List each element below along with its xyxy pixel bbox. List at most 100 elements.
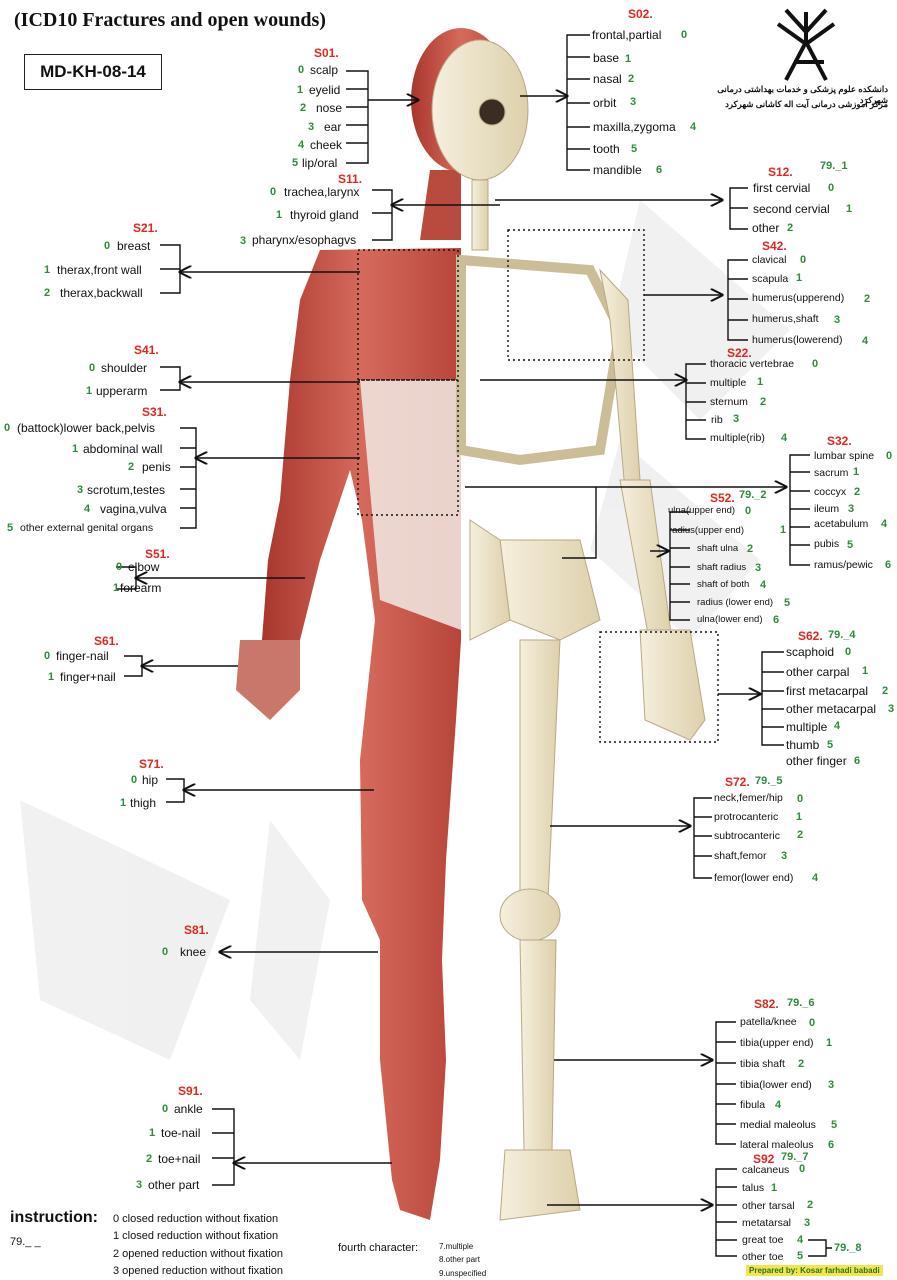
item-number: 2 (854, 486, 861, 498)
section-label-s52: S52. (710, 491, 735, 505)
seventh-character-code: 79._1 (820, 160, 848, 172)
item-number: 1 (276, 209, 283, 221)
document-code: MD-KH-08-14 (40, 62, 146, 81)
item-number: 3 (804, 1217, 811, 1229)
item-label-great-toe: great toe (742, 1234, 784, 1246)
item-label-finger-nail: finger-nail (56, 649, 109, 663)
item-number: 5 (827, 739, 834, 751)
item-number: 5 (631, 143, 638, 155)
item-label-humerus-shaft: humerus,shaft (752, 313, 819, 325)
section-label-s51: S51. (145, 547, 170, 561)
item-number: 1 (149, 1127, 156, 1139)
item-number: 1 (44, 264, 51, 276)
item-number: 2 (44, 287, 51, 299)
item-number: 0 (800, 254, 807, 266)
item-label-multiple: multiple (710, 377, 747, 389)
item-number: 3 (630, 96, 637, 108)
instruction-code: 79._ _ (10, 1236, 41, 1248)
item-label-maxilla-zygoma: maxilla,zygoma (593, 120, 676, 134)
item-number: 0 (799, 1163, 806, 1175)
item-label-ankle: ankle (174, 1102, 203, 1116)
item-label-pubis: pubis (814, 538, 840, 550)
item-label-lip-oral: lip/oral (302, 156, 338, 170)
item-label-trachea-larynx: trachea,larynx (284, 185, 360, 199)
item-number: 6 (828, 1139, 835, 1151)
item-label-shaft-radius: shaft radius (697, 562, 747, 573)
instruction-item: 3 opened reduction without fixation (113, 1265, 284, 1277)
item-number: 0 (828, 182, 835, 194)
item-label-medial-malleolus: medial maleolus (740, 1119, 816, 1131)
item-label-lateral-malleolus: lateral maleolus (740, 1139, 814, 1151)
item-number: 1 (72, 443, 79, 455)
item-number: 4 (881, 518, 888, 530)
item-number: 0 (809, 1017, 816, 1029)
section-label-s01: S01. (314, 46, 339, 60)
logo-caption-university: دانشکده علوم پزشکی و خدمات بهداشتی درمان… (717, 84, 888, 105)
item-number: 1 (48, 671, 55, 683)
item-label-vagina-vulva: vagina,vulva (100, 502, 167, 516)
item-number: 5 (831, 1119, 838, 1131)
item-number: 2 (787, 222, 794, 234)
item-number: 0 (886, 450, 893, 462)
item-number: 2 (760, 396, 767, 408)
item-number: 2 (128, 461, 135, 473)
item-label-thorax-front-wall: therax,front wall (57, 263, 142, 277)
section-label-s31: S31. (142, 405, 167, 419)
item-number: 5 (797, 1250, 804, 1262)
item-label-tooth: tooth (593, 142, 620, 156)
seventh-character-code: 79._7 (781, 1151, 809, 1163)
section-label-s92: S92 (753, 1152, 775, 1166)
item-label-lumbar-spine: lumbar spine (814, 450, 875, 462)
item-label-fibula: fibula (740, 1099, 766, 1111)
item-number: 4 (862, 335, 869, 347)
item-label-first-metacarpal: first metacarpal (786, 684, 869, 698)
item-label-acetabulum: acetabulum (814, 518, 869, 530)
section-label-s61: S61. (94, 634, 119, 648)
item-number: 1 (780, 524, 787, 536)
item-number: 2 (628, 73, 635, 85)
item-number: 3 (77, 484, 84, 496)
item-number: 4 (690, 121, 697, 133)
instruction-item: 1 closed reduction without fixation (113, 1230, 279, 1242)
item-label-other-metacarpal: other metacarpal (786, 702, 877, 716)
item-label-metatarsal: metatarsal (742, 1217, 792, 1229)
item-number: 0 (116, 561, 123, 573)
skeleton-side (431, 39, 706, 1221)
item-number: 4 (797, 1234, 804, 1246)
item-number: 1 (757, 376, 764, 388)
item-label-toe-nail: toe-nail (161, 1126, 201, 1140)
section-label-s91: S91. (178, 1084, 203, 1098)
item-number: 4 (812, 872, 819, 884)
item-number: 1 (846, 203, 853, 215)
item-number: 4 (760, 579, 767, 591)
item-number: 3 (136, 1179, 143, 1191)
item-number: 1 (796, 811, 803, 823)
item-label-toe-plus-nail: toe+nail (158, 1152, 201, 1166)
item-label-frontal-partial: frontal,partial (592, 28, 662, 42)
item-number: 1 (625, 53, 632, 65)
section-label-s42: S42. (762, 239, 787, 253)
item-label-tibia-shaft: tibia shaft (740, 1058, 785, 1070)
item-number: 3 (755, 562, 762, 574)
item-number: 5 (7, 522, 14, 534)
item-label-other-part: other part (148, 1178, 200, 1192)
instruction-heading: instruction: (10, 1209, 98, 1226)
item-label-ulna-lower-end: ulna(lower end) (697, 614, 763, 625)
item-label-thoracic-vertebrae: thoracic vertebrae (710, 358, 795, 370)
item-label-other-cervical: other (752, 221, 780, 235)
item-number: 6 (656, 164, 663, 176)
item-number: 1 (113, 582, 120, 594)
item-label-multiple-rib: multiple(rib) (710, 432, 765, 444)
item-label-shaft-ulna: shaft ulna (697, 543, 739, 554)
item-number: 5 (292, 157, 299, 169)
item-label-radius-lower-end: radius (lower end) (697, 597, 774, 608)
item-number: 1 (796, 272, 803, 284)
connector-lines (116, 34, 832, 1257)
item-label-ramus-pubic: ramus/pewic (814, 559, 873, 571)
item-label-elbow: elbow (128, 560, 160, 574)
item-number: 3 (308, 121, 315, 133)
item-label-sacrum: sacrum (814, 467, 849, 479)
item-number: 2 (747, 543, 754, 555)
instruction-item: 0 closed reduction without fixation (113, 1213, 279, 1225)
